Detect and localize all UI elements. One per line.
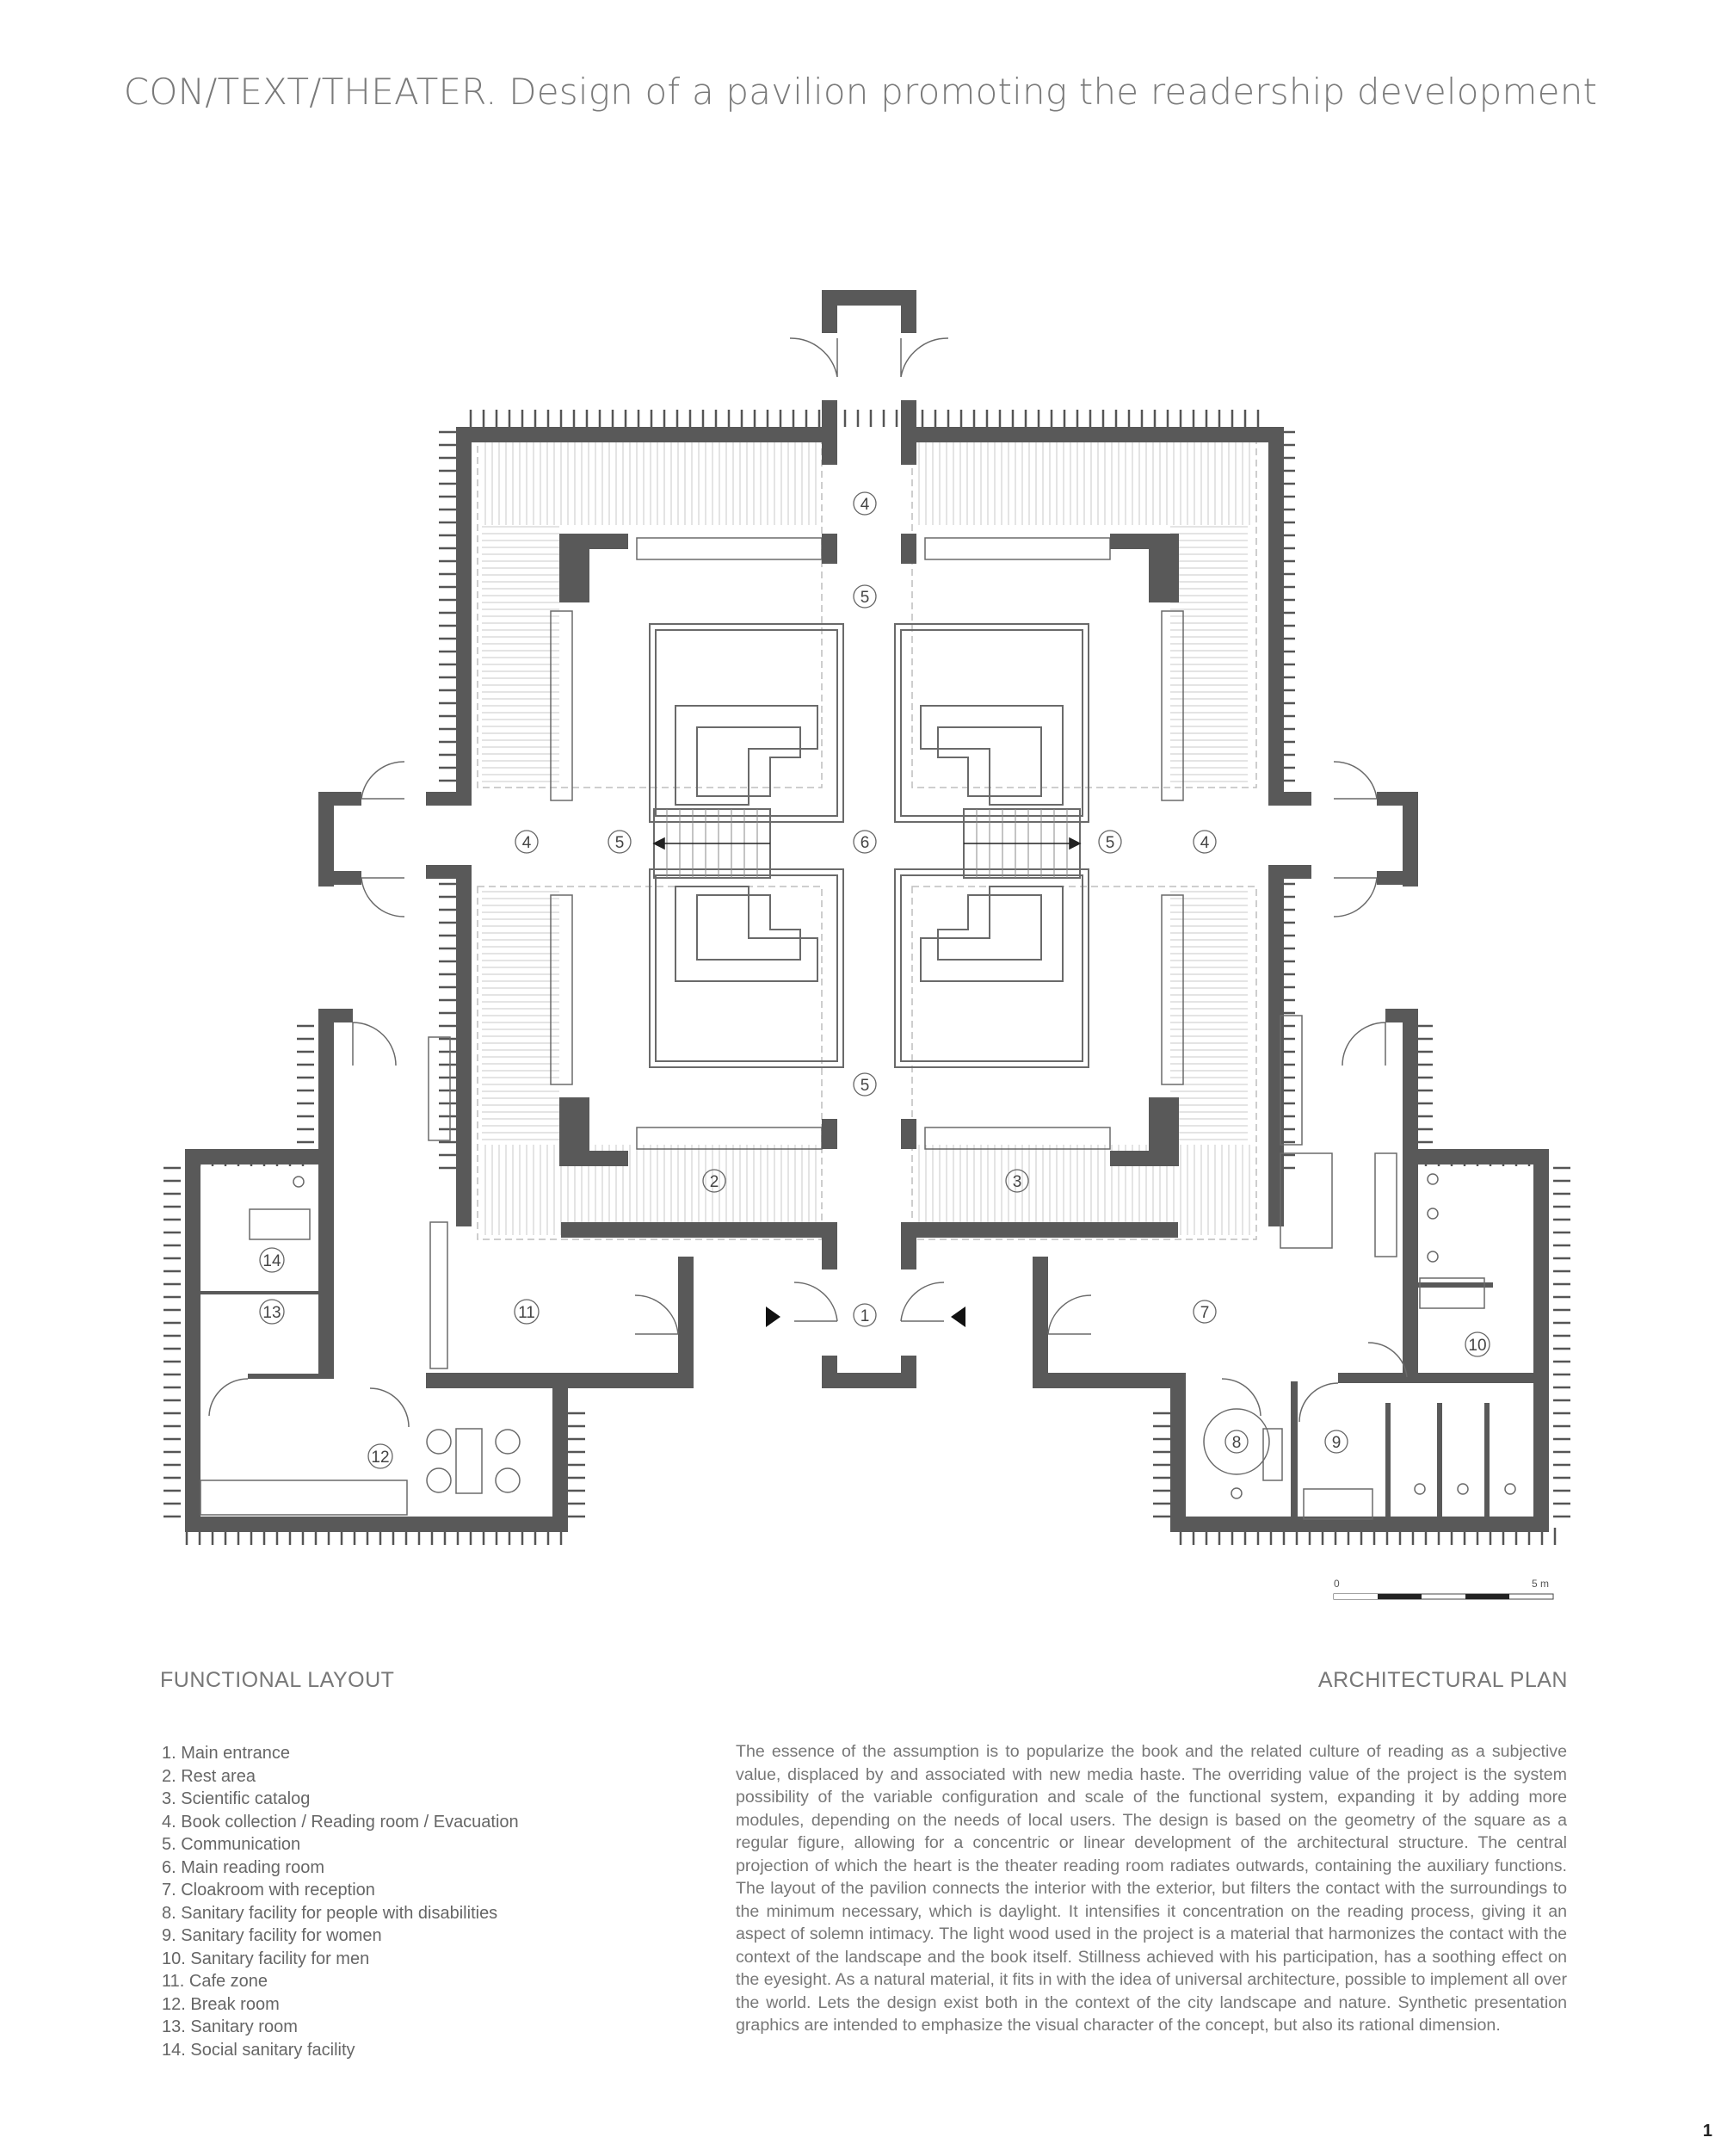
scale-start: 0 (1334, 1578, 1340, 1590)
room-marker-5-top: 5 (853, 584, 877, 608)
project-description: The essence of the assumption is to popu… (736, 1742, 1567, 2035)
architectural-plan-heading: ARCHITECTURAL PLAN (1317, 1668, 1568, 1692)
svg-text:14: 14 (262, 1252, 281, 1270)
room-marker-11: 11 (514, 1299, 540, 1325)
svg-text:1: 1 (860, 1307, 870, 1325)
functional-layout-heading: FUNCTIONAL LAYOUT (160, 1668, 395, 1692)
svg-text:6: 6 (860, 834, 870, 852)
room-marker-12: 12 (367, 1443, 393, 1469)
functional-legend: 1. Main entrance 2. Rest area 3. Scienti… (162, 1742, 519, 2061)
legend-item: 8. Sanitary facility for people with dis… (162, 1903, 498, 1923)
room-marker-5-bottom: 5 (853, 1072, 877, 1097)
svg-text:5: 5 (860, 589, 870, 607)
legend-item: 4. Book collection / Reading room / Evac… (162, 1812, 519, 1832)
room-marker-1: 1 (853, 1303, 877, 1327)
legend-item: 12. Break room (162, 1994, 280, 2014)
room-marker-5-left: 5 (608, 830, 632, 854)
legend-item: 2. Rest area (162, 1766, 256, 1786)
scale-bar: 0 5 m (1333, 1578, 1554, 1600)
interior-fixtures (200, 1015, 1516, 1520)
entrance-arrow-left (766, 1307, 780, 1327)
page-title: CON/TEXT/THEATER. Design of a pavilion p… (123, 71, 1598, 113)
main-reading-room (649, 623, 1089, 1068)
legend-item: 5. Communication (162, 1835, 301, 1854)
svg-text:8: 8 (1232, 1434, 1242, 1452)
svg-text:4: 4 (522, 834, 532, 852)
scale-end: 5 m (1532, 1578, 1549, 1590)
svg-text:5: 5 (615, 834, 625, 852)
legend-item: 7. Cloakroom with reception (162, 1881, 375, 1900)
room-marker-8: 8 (1224, 1430, 1249, 1454)
svg-text:7: 7 (1200, 1304, 1210, 1322)
svg-text:11: 11 (518, 1304, 535, 1322)
svg-text:4: 4 (860, 496, 870, 514)
svg-text:13: 13 (262, 1304, 281, 1322)
room-marker-5-right: 5 (1098, 830, 1122, 854)
doors (208, 337, 1408, 1428)
legend-item: 13. Sanitary room (162, 2017, 298, 2036)
entrance-arrow-right (951, 1307, 965, 1327)
entrance-arrows (766, 1307, 965, 1327)
room-marker-6: 6 (853, 830, 877, 854)
room-marker-10: 10 (1465, 1331, 1490, 1357)
stair-arrows (652, 837, 1082, 850)
room-number-markers: 1 2 3 4 4 4 5 5 5 5 6 7 8 9 10 11 12 13 … (259, 491, 1490, 1469)
legend-item: 14. Social sanitary facility (162, 2040, 355, 2060)
legend-item: 11. Cafe zone (162, 1972, 268, 1991)
svg-text:4: 4 (1200, 834, 1210, 852)
room-marker-9: 9 (1324, 1430, 1348, 1454)
legend-item: 9. Sanitary facility for women (162, 1926, 382, 1945)
room-marker-3: 3 (1005, 1169, 1029, 1193)
legend-item: 3. Scientific catalog (162, 1789, 311, 1808)
svg-text:10: 10 (1468, 1337, 1486, 1355)
room-marker-14: 14 (259, 1247, 285, 1273)
room-marker-13: 13 (259, 1299, 285, 1325)
walls (185, 290, 1549, 1532)
room-marker-2: 2 (702, 1169, 726, 1193)
legend-item: 10. Sanitary facility for men (162, 1949, 370, 1968)
reading-benches (550, 537, 1184, 1150)
svg-text:12: 12 (371, 1449, 389, 1467)
shelving-hatch (482, 439, 1252, 1235)
page-number: 1 (1702, 2122, 1712, 2141)
room-marker-4-right: 4 (1193, 830, 1217, 854)
svg-text:3: 3 (1013, 1173, 1022, 1191)
legend-item: 1. Main entrance (162, 1744, 290, 1763)
svg-text:5: 5 (860, 1077, 870, 1095)
legend-item: 6. Main reading room (162, 1857, 324, 1877)
svg-text:2: 2 (710, 1173, 719, 1191)
room-marker-7: 7 (1193, 1300, 1217, 1324)
svg-text:9: 9 (1332, 1434, 1342, 1452)
room-marker-4-left: 4 (515, 830, 539, 854)
room-marker-4-top: 4 (853, 491, 877, 516)
svg-text:5: 5 (1106, 834, 1115, 852)
